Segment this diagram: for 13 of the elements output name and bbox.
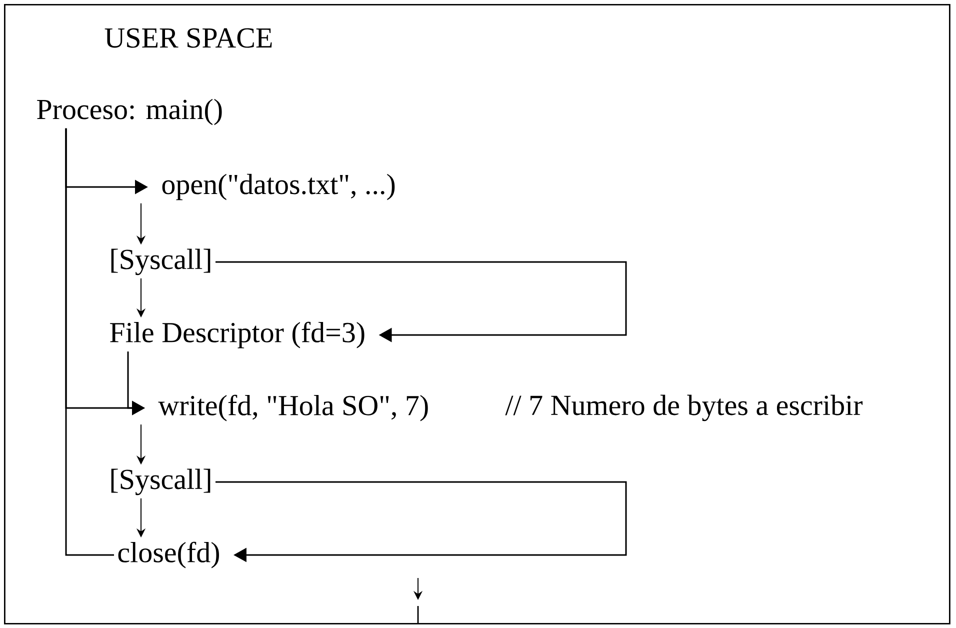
- connector-line: [65, 128, 114, 556]
- comment-text: // 7 Numero de bytes a escribir: [505, 394, 863, 422]
- call-text: open("datos.txt", ...): [162, 174, 395, 200]
- frame: [4, 4, 950, 624]
- arrow: [216, 261, 627, 342]
- descriptor-label: File Descriptor (fd=3): [110, 322, 364, 348]
- arrow: [216, 481, 627, 562]
- process-label: Proceso: main(): [37, 98, 222, 126]
- syscall-label: [Syscall]: [111, 468, 210, 496]
- title: USER SPACE: [104, 28, 272, 48]
- call-text: close(fd): [118, 542, 219, 568]
- syscall-label: [Syscall]: [111, 248, 210, 276]
- call-text: write(fd, "Hola SO", 7): [158, 394, 428, 422]
